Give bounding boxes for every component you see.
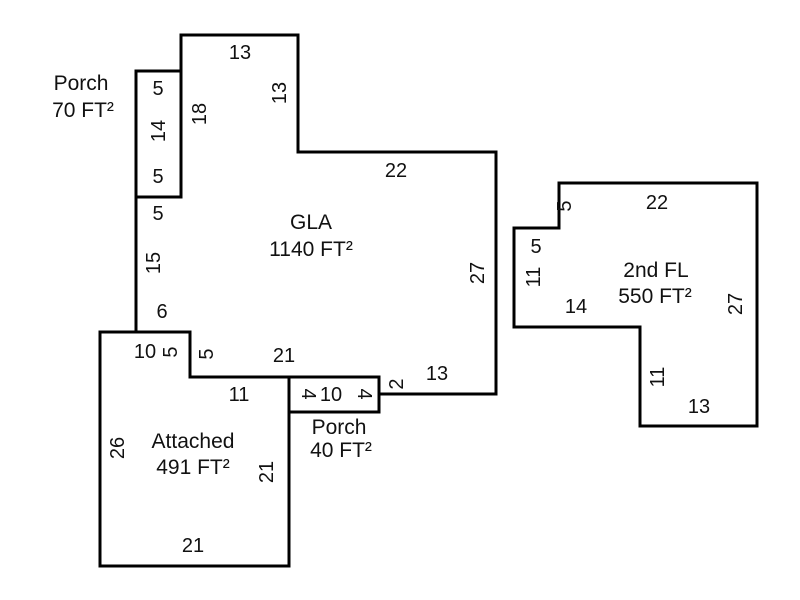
gla-area: 1140 FT² [269, 238, 353, 261]
gla-dim-notch: 5 [196, 348, 218, 359]
attached-dim-bottom: 21 [182, 535, 204, 557]
porch-left-outline[interactable] [134, 69, 183, 199]
attached-dim-upper: 11 [229, 384, 250, 406]
gla-dim-step: 2 [386, 378, 408, 389]
second-floor-dim-lower-left: 11 [647, 367, 669, 388]
second-floor-outline[interactable] [512, 181, 759, 428]
attached-name: Attached [152, 430, 235, 453]
second-floor-dim-left-top: 5 [530, 236, 541, 258]
porch-left-area: 70 FT² [52, 99, 114, 122]
attached-dim-notch: 5 [160, 346, 182, 357]
gla-dim-top: 13 [229, 42, 251, 64]
attached-area: 491 FT² [156, 456, 230, 479]
attached-dim-left: 26 [107, 437, 129, 459]
porch-left-dim-bottom: 5 [152, 166, 163, 188]
porch-left-dim-side: 14 [148, 120, 170, 142]
gla-dim-upper-right-vertical: 13 [269, 82, 291, 104]
porch-front-dim-right: 4 [353, 388, 375, 399]
second-floor-dim-notch: 5 [554, 200, 576, 211]
gla-dim-middle-top: 22 [385, 160, 407, 182]
second-floor-dim-left: 11 [523, 267, 545, 288]
second-floor-area: 550 FT² [618, 285, 692, 308]
attached-dim-right: 21 [256, 461, 278, 483]
porch-front-dim-top: 10 [320, 384, 342, 406]
porch-front-area: 40 FT² [310, 439, 372, 462]
gla-dim-left-top: 5 [152, 203, 163, 225]
gla-dim-right: 27 [467, 262, 489, 284]
second-floor-dim-mid: 14 [565, 296, 587, 318]
porch-front-dim-left: 4 [297, 388, 319, 399]
porch-left-name: Porch [54, 72, 109, 95]
porch-front-outline[interactable] [287, 375, 381, 414]
gla-dim-left: 15 [143, 252, 165, 274]
second-floor-dim-top: 22 [646, 192, 668, 214]
porch-front-name: Porch [312, 416, 367, 439]
gla-name: GLA [290, 211, 332, 234]
gla-dim-left-short: 6 [156, 301, 167, 323]
gla-dim-bottom: 21 [273, 345, 295, 367]
second-floor-dim-right: 27 [725, 293, 747, 315]
porch-left-dim-top: 5 [152, 78, 163, 100]
attached-dim-top: 10 [134, 341, 156, 363]
gla-dim-porch-side: 18 [189, 103, 211, 125]
gla-dim-bottom-right: 13 [426, 363, 448, 385]
second-floor-name: 2nd FL [623, 259, 688, 282]
second-floor-dim-bottom: 13 [688, 396, 710, 418]
